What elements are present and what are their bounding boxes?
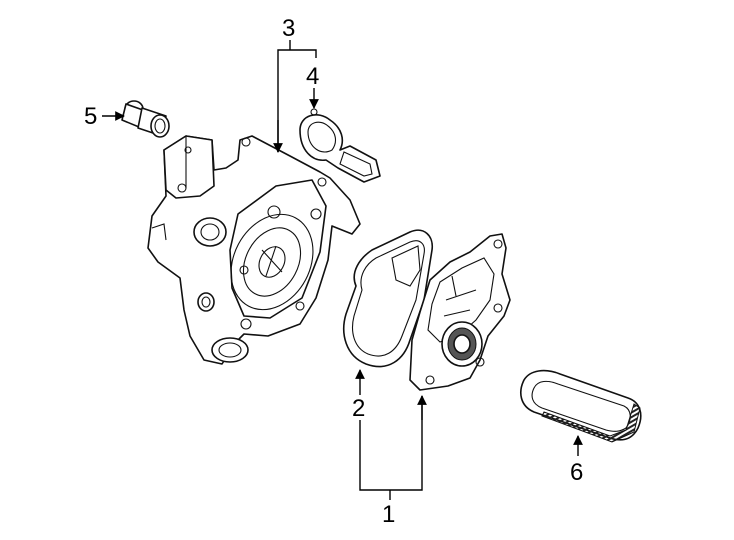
pump-gasket-part-2	[343, 229, 434, 368]
thermostat-gasket-part-4	[299, 108, 381, 183]
callout-2: 2	[352, 395, 365, 422]
water-pump-housing-part-3	[147, 135, 361, 365]
water-pump-part-1	[409, 233, 511, 391]
drive-belt-part-6	[520, 369, 642, 443]
callout-5: 5	[84, 103, 97, 130]
callout-4: 4	[306, 63, 319, 90]
callout-6: 6	[570, 459, 583, 486]
leader-lines	[102, 40, 583, 500]
hose-fitting-part-5	[121, 100, 170, 138]
callout-3: 3	[282, 15, 295, 42]
callout-1: 1	[382, 501, 395, 528]
